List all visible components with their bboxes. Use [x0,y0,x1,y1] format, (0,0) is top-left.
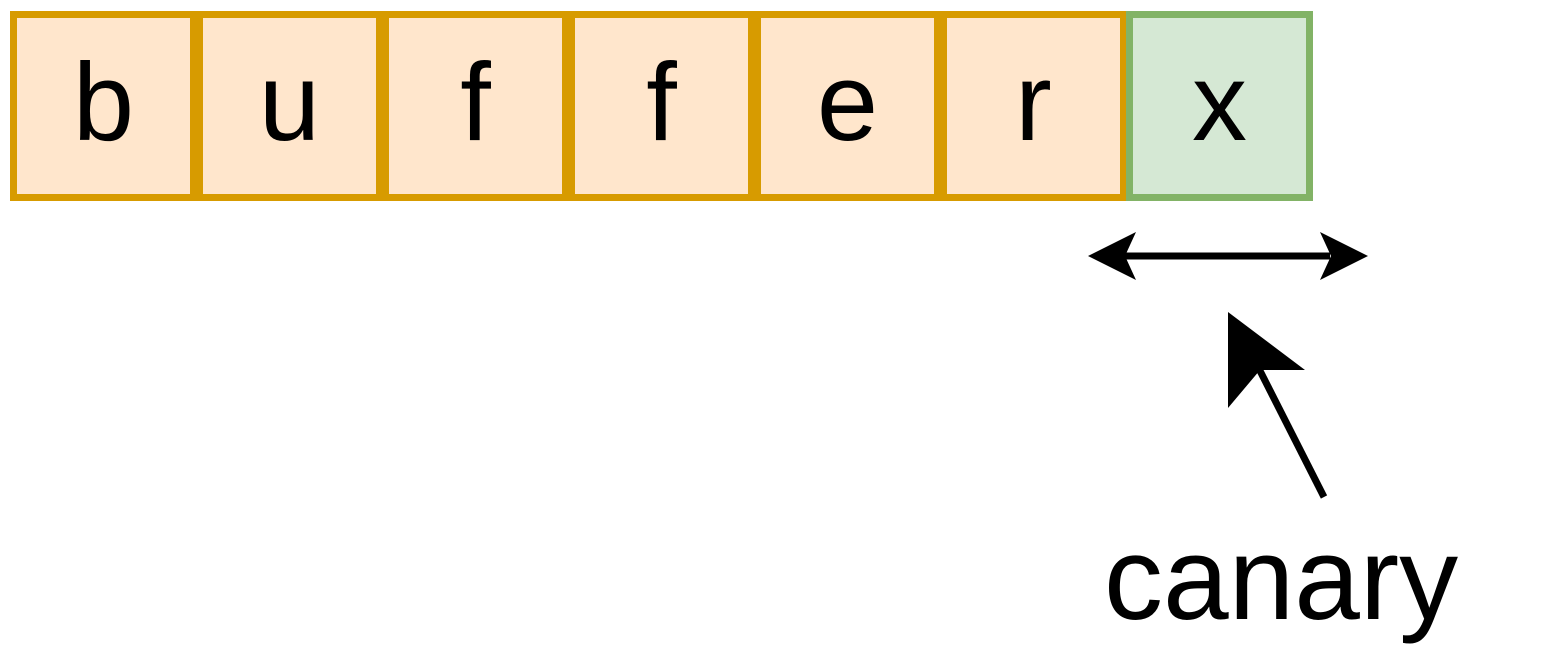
canary-label: canary [1104,513,1459,645]
buffer-cell-letter: r [1015,41,1052,164]
buffer-cell-b: b [10,11,197,201]
buffer-cell-letter: f [460,41,491,164]
canary-cell-value: x [1192,41,1247,164]
buffer-cell-letter: b [72,41,135,164]
buffer-cell-letter: u [258,41,321,164]
buffer-cell-u: u [196,11,383,201]
pointer-arrow-shaft [1248,353,1328,499]
buffer-cell-f1: f [382,11,569,201]
buffer-cell-letter: f [646,41,677,164]
buffer-cell-f2: f [568,11,755,201]
canary-width-arrow [1088,232,1368,280]
buffer-cell-letter: e [816,41,879,164]
pointer-arrow-head [1228,312,1305,408]
canary-pointer-arrow [1228,312,1328,499]
buffer-cell-r: r [940,11,1127,201]
width-arrow-right-head [1320,232,1368,280]
buffer-cell-e: e [754,11,941,201]
memory-cells: b u f f e r x [10,11,1313,201]
canary-cell: x [1126,11,1313,201]
width-arrow-left-head [1088,232,1136,280]
